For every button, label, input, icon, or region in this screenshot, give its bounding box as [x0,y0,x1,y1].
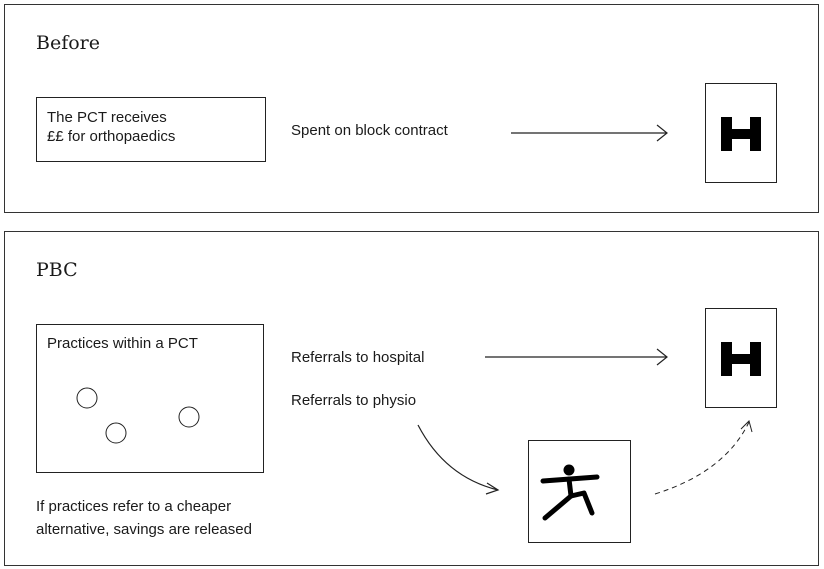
savings-note-line2: alternative, savings are released [36,521,252,538]
referrals-hospital-label: Referrals to hospital [291,349,425,366]
pbc-title: PBC [36,259,78,281]
block-contract-label: Spent on block contract [291,122,448,139]
physio-box [528,440,631,543]
hospital-h-icon [721,342,761,376]
practice-circle-icon [178,406,200,428]
practices-label: Practices within a PCT [47,335,198,352]
savings-note-line1: If practices refer to a cheaper [36,498,232,515]
pct-receives-line2: ££ for orthopaedics [47,128,176,145]
pct-receives-box: The PCT receives ££ for orthopaedics [36,97,266,162]
physio-referral-arrow [417,424,499,491]
pbc-arrows [417,348,753,495]
practices-box: Practices within a PCT [36,324,264,473]
before-panel: Before The PCT receives ££ for orthopaed… [4,4,819,213]
pbc-panel: PBC Practices within a PCT Referrals to … [4,231,819,566]
savings-arrow [654,421,750,495]
pct-receives-line1: The PCT receives [47,109,167,126]
before-arrow [511,124,668,142]
referrals-physio-label: Referrals to physio [291,392,417,409]
hospital-h-icon [721,117,761,151]
physio-figure-icon [540,464,600,521]
pbc-hospital-box [705,308,777,408]
before-title: Before [36,32,101,54]
practices-circles [76,387,200,444]
practice-circle-icon [76,387,98,409]
before-hospital-box [705,83,777,183]
practice-circle-icon [105,422,127,444]
